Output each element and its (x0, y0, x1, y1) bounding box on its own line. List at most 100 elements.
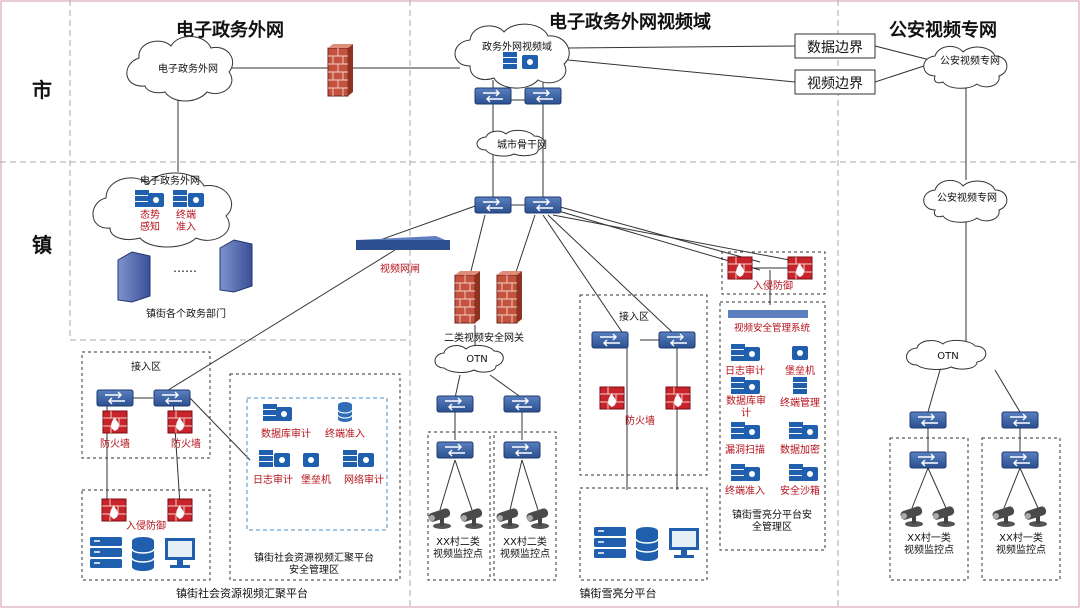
boundary-video: 视频边界 (794, 69, 876, 95)
svg-text:数据库审计: 数据库审计 (726, 394, 766, 419)
camera-icon (1023, 505, 1048, 527)
svg-text:电子政务外网: 电子政务外网 (158, 62, 218, 75)
svg-text:公安视频专网: 公安视频专网 (937, 191, 997, 204)
svg-text:镇街社会资源视频汇聚平台安全管理区: 镇街社会资源视频汇聚平台安全管理区 (254, 551, 374, 576)
switch-icon (591, 331, 629, 349)
camera-icon (427, 507, 452, 529)
intrusion-icon (167, 498, 193, 522)
cloud-police-town: 公安视频专网 (923, 180, 1008, 223)
gateway-wall-icon (454, 270, 481, 324)
switch-icon (503, 395, 541, 413)
switch-icon (909, 411, 947, 429)
social-security-zone-line: 安全管理区 (289, 563, 339, 576)
village-mid-1: XX村二类视频监控点 (427, 431, 491, 581)
xueliang-video-sec-sys: 视频安全管理系统 (734, 322, 811, 334)
server-icon (89, 536, 123, 569)
video-gate-label: 视频网闸 (380, 262, 420, 275)
svg-text:镇街雪亮分平台安全管理区: 镇街雪亮分平台安全管理区 (732, 508, 812, 533)
svg-text:政务外网视频域: 政务外网视频域 (482, 40, 552, 53)
terminal-access-town: 终端准入 (173, 190, 204, 233)
label-line: 视频监控点 (500, 547, 550, 560)
server-icon (593, 526, 627, 559)
social-platform-label: 镇街社会资源视频汇聚平台 (176, 586, 308, 600)
svg-text:电子政务外网: 电子政务外网 (140, 174, 200, 187)
social-intrusion: 入侵防御 (126, 519, 166, 532)
xueliang-sandbox: 安全沙箱 (780, 484, 820, 497)
social-bastion: 堡垒机 (301, 473, 331, 486)
terminal-label: 终端 (176, 208, 196, 221)
situation-label-line: 感知 (140, 220, 160, 233)
boundary-data: 数据边界 (794, 33, 876, 59)
svg-text:态势感知: 态势感知 (140, 208, 160, 233)
xueliang-intrusion: 入侵防御 (753, 279, 793, 292)
gateway-label: 二类视频安全网关 (444, 331, 524, 344)
switch-icon (436, 441, 474, 459)
switch-icon (658, 331, 696, 349)
intrusion-icon (727, 256, 753, 280)
svg-text:XX村二类视频监控点: XX村二类视频监控点 (433, 535, 483, 560)
xueliang-firewall: 防火墙 (625, 414, 655, 427)
database-icon (131, 536, 155, 572)
firewall-icon (102, 410, 128, 434)
xueliang-terminal-access: 终端准入 (725, 484, 765, 497)
village-mid-2: XX村二类视频监控点 (493, 431, 557, 581)
svg-text:OTN: OTN (937, 351, 958, 362)
switch-icon (909, 451, 947, 469)
svg-text:XX村二类视频监控点: XX村二类视频监控点 (500, 535, 550, 560)
database-icon (635, 526, 659, 562)
cloud-backbone: 城市骨干网 (476, 129, 547, 157)
situation-label: 态势 (140, 208, 160, 221)
xueliang-data-encrypt: 数据加密 (780, 443, 820, 456)
social-net-audit: 网络审计 (344, 473, 384, 486)
social-access-zone: 接入区 (131, 360, 161, 373)
svg-text:终端准入: 终端准入 (176, 208, 196, 233)
camera-icon (459, 507, 484, 529)
svg-text:OTN: OTN (466, 354, 487, 365)
svg-text:公安视频专网: 公安视频专网 (940, 54, 1000, 67)
social-db-audit: 数据库审计 (261, 427, 311, 440)
cloud-otn-mid: OTN (434, 344, 504, 373)
title-police: 公安视频专网 (889, 19, 997, 41)
svg-text:城市骨干网: 城市骨干网 (497, 138, 547, 151)
situation-awareness: 态势感知 (135, 190, 164, 233)
departments-label: 镇街各个政务部门 (146, 307, 226, 320)
svg-text:XX村一类视频监控点: XX村一类视频监控点 (996, 531, 1046, 556)
social-security-zone: 镇街社会资源视频汇聚平台 (254, 551, 374, 564)
social-firewall2: 防火墙 (171, 437, 201, 450)
intrusion-icon (787, 256, 813, 280)
social-terminal-access: 终端准入 (325, 427, 365, 440)
gateway-wall-icon (496, 270, 523, 324)
social-platform: 接入区 防火墙 防火墙 入侵防御 数据库审计 终端准入 日志审计 堡垒机 网络审… (81, 351, 401, 600)
village-right-2: XX村一类视频监控点 (981, 437, 1061, 581)
xueliang-bastion: 堡垒机 (785, 364, 815, 377)
switch-icon (503, 441, 541, 459)
xueliang-db-audit-line: 计 (741, 406, 751, 419)
camera-icon (525, 507, 550, 529)
monitor-icon (669, 528, 699, 558)
village-right-1: XX村一类视频监控点 (889, 437, 969, 581)
level-town: 镇 (32, 233, 52, 257)
terminal-label-line: 准入 (176, 221, 196, 233)
social-log-audit: 日志审计 (253, 473, 293, 486)
switch-icon (96, 389, 134, 407)
cloud-otn-right: OTN (906, 339, 987, 370)
switch-icon (1001, 451, 1039, 469)
camera-icon (931, 505, 956, 527)
xueliang-vuln-scan: 漏洞扫描 (725, 443, 765, 456)
title-video-domain: 电子政务外网视频域 (549, 11, 711, 33)
switch-icon (153, 389, 191, 407)
label-line: 视频监控点 (996, 543, 1046, 556)
camera-icon (899, 505, 924, 527)
cloud-police-city: 公安视频专网 (923, 46, 1008, 89)
camera-icon (495, 507, 520, 529)
switch-icon (1001, 411, 1039, 429)
xueliang-security-zone-line: 全管理区 (752, 520, 792, 533)
xueliang-log-audit: 日志审计 (725, 364, 765, 377)
title-waiwang: 电子政务外网 (176, 19, 284, 41)
firewall-wall-icon (327, 43, 354, 97)
social-firewall1: 防火墙 (100, 437, 130, 450)
monitor-icon (165, 538, 195, 568)
label-line: 视频监控点 (433, 547, 483, 560)
